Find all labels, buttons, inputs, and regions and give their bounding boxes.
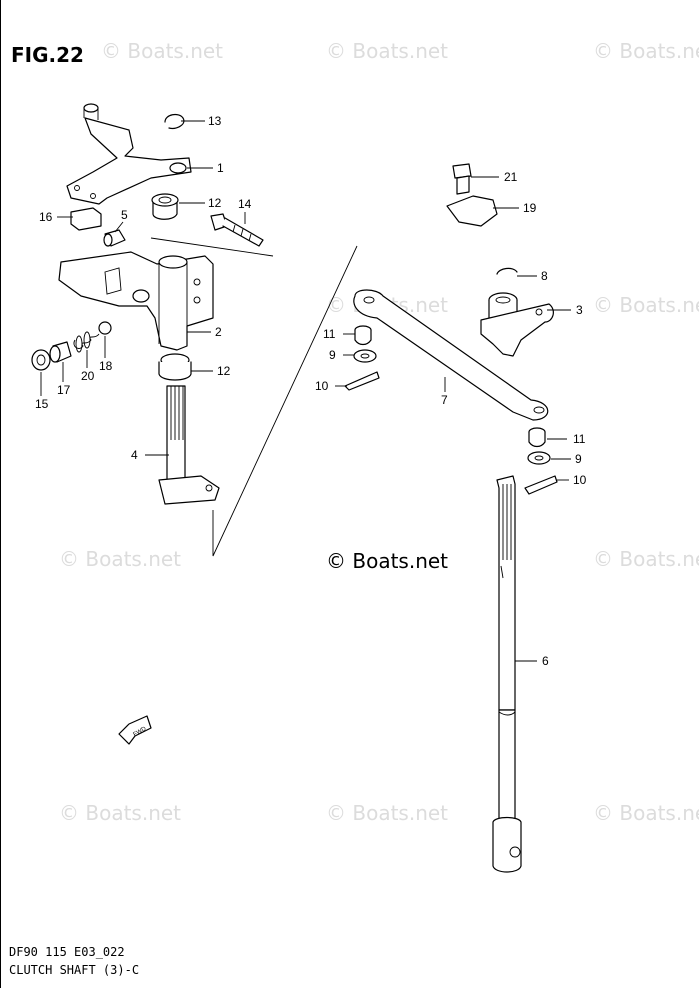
part-21-bolt bbox=[452, 163, 472, 195]
callout-4: 4 bbox=[131, 448, 138, 462]
part-11-bushing bbox=[354, 325, 372, 346]
callout-7: 7 bbox=[441, 393, 448, 407]
part-4-clutch-shaft bbox=[158, 385, 220, 505]
part-16-clip bbox=[70, 207, 102, 231]
part-10-cotter-pin bbox=[524, 475, 558, 495]
part-5-fitting bbox=[103, 229, 126, 247]
watermark: © Boats.net bbox=[593, 547, 699, 571]
callouts: 13 1 12 14 16 5 2 12 15 17 20 18 4 21 19… bbox=[35, 114, 587, 668]
part-13-circlip bbox=[164, 113, 185, 129]
callout-10: 10 bbox=[315, 379, 329, 393]
part-11-bushing bbox=[528, 427, 546, 448]
watermark-main: © Boats.net bbox=[326, 549, 448, 573]
watermark: © Boats.net bbox=[326, 39, 448, 63]
callout-10: 10 bbox=[573, 473, 587, 487]
part-2-bracket bbox=[58, 251, 214, 351]
callout-5: 5 bbox=[121, 208, 128, 222]
callout-1: 1 bbox=[217, 161, 224, 175]
part-17-seal bbox=[49, 341, 72, 363]
watermark: © Boats.net bbox=[59, 801, 181, 825]
part-14-bolt bbox=[210, 213, 264, 247]
callout-17: 17 bbox=[57, 383, 71, 397]
part-18-ball bbox=[98, 321, 112, 335]
callout-13: 13 bbox=[208, 114, 222, 128]
callout-6: 6 bbox=[542, 654, 549, 668]
callout-20: 20 bbox=[81, 369, 95, 383]
part-15-plug bbox=[31, 349, 51, 371]
callout-12: 12 bbox=[217, 364, 231, 378]
callout-3: 3 bbox=[576, 303, 583, 317]
callout-11: 11 bbox=[323, 327, 336, 341]
part-8-circlip bbox=[496, 267, 518, 275]
callout-15: 15 bbox=[35, 397, 49, 411]
part-12-bushing-lower bbox=[158, 353, 192, 381]
callout-18: 18 bbox=[99, 359, 113, 373]
figure-label: FIG.22 bbox=[11, 43, 84, 67]
watermark: © Boats.net bbox=[326, 801, 448, 825]
part-3-lever bbox=[480, 292, 554, 357]
callout-2: 2 bbox=[215, 325, 222, 339]
fwd-arrow-icon: FWD bbox=[118, 715, 152, 745]
watermark: © Boats.net bbox=[593, 293, 699, 317]
part-20-spring bbox=[73, 331, 100, 353]
callout-8: 8 bbox=[541, 269, 548, 283]
callout-9: 9 bbox=[329, 348, 336, 362]
callout-12: 12 bbox=[208, 196, 222, 210]
callout-19: 19 bbox=[523, 201, 537, 215]
watermark: © Boats.net bbox=[593, 39, 699, 63]
part-1-lever bbox=[66, 103, 192, 205]
watermark-group: © Boats.net © Boats.net © Boats.net © Bo… bbox=[59, 39, 699, 825]
part-19-clamp bbox=[446, 195, 498, 227]
part-9-washer bbox=[527, 451, 551, 465]
callout-11: 11 bbox=[573, 432, 586, 446]
part-9-washer bbox=[353, 349, 377, 363]
guide-line bbox=[150, 237, 274, 257]
watermark: © Boats.net bbox=[593, 801, 699, 825]
watermark: © Boats.net bbox=[59, 547, 181, 571]
model-code: DF90 115 E03_022 bbox=[9, 945, 125, 959]
part-12-bushing-upper bbox=[151, 193, 179, 220]
callout-leaders bbox=[40, 120, 571, 662]
part-7-link-rod bbox=[353, 289, 549, 421]
callout-21: 21 bbox=[504, 170, 518, 184]
guide-line bbox=[212, 245, 358, 557]
watermark: © Boats.net bbox=[101, 39, 223, 63]
callout-16: 16 bbox=[39, 210, 53, 224]
part-10-cotter-pin bbox=[344, 371, 380, 391]
callout-9: 9 bbox=[575, 452, 582, 466]
part-6-shift-rod bbox=[492, 475, 522, 873]
section-title: CLUTCH SHAFT (3)-C bbox=[9, 963, 139, 977]
callout-14: 14 bbox=[238, 197, 252, 211]
